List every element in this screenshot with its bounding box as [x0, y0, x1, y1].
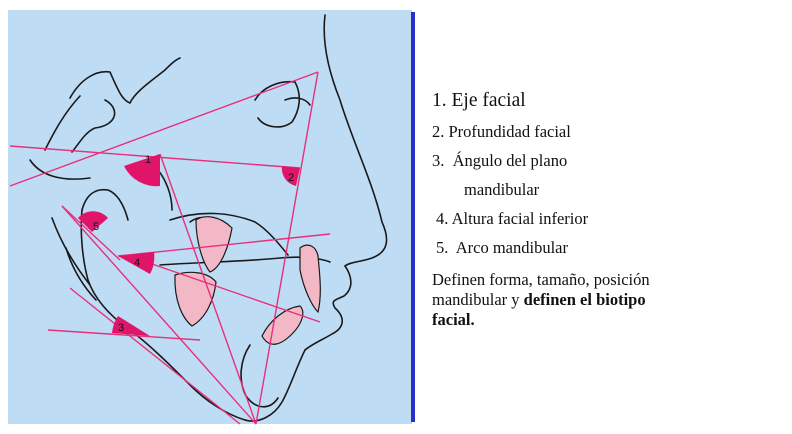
note-line-2-plain: mandibular y — [432, 290, 524, 309]
legend-number: 4. — [436, 204, 448, 233]
legend-text: Ángulo del plano — [453, 151, 568, 170]
angle-label-2: 2 — [288, 172, 294, 184]
note-line-2: mandibular y definen el biotipo — [432, 290, 782, 310]
legend-text: mandibular — [464, 180, 539, 199]
legend-item-3-continued: mandibular — [432, 175, 782, 204]
note-line-1: Definen forma, tamaño, posición — [432, 270, 782, 290]
vertical-divider — [411, 12, 415, 422]
note-line-3-bold: facial. — [432, 310, 475, 329]
legend-text: Arco mandibular — [456, 238, 568, 257]
note-line-3: facial. — [432, 310, 782, 330]
legend-text: Altura facial inferior — [452, 209, 589, 228]
legend-number: 3. — [432, 146, 444, 175]
cephalometric-diagram: 1 2 3 4 5 — [0, 0, 414, 434]
legend-text: Eje facial — [452, 90, 526, 111]
legend-item-3: 3. Ángulo del plano — [432, 146, 782, 175]
legend-number: 5. — [436, 233, 448, 262]
legend-item-5: 5. Arco mandibular — [432, 233, 782, 262]
angle-label-4: 4 — [134, 257, 140, 269]
legend-number: 1. — [432, 86, 447, 115]
angle-label-1: 1 — [145, 154, 151, 166]
summary-note: Definen forma, tamaño, posición mandibul… — [432, 270, 782, 330]
legend-number: 2. — [432, 117, 444, 146]
legend-text: Profundidad facial — [449, 122, 571, 141]
legend: 1. Eje facial 2. Profundidad facial 3. Á… — [432, 86, 782, 330]
legend-item-1: 1. Eje facial — [432, 86, 782, 117]
legend-item-2: 2. Profundidad facial — [432, 117, 782, 146]
angle-label-3: 3 — [118, 322, 124, 334]
legend-item-4: 4. Altura facial inferior — [432, 204, 782, 233]
angle-label-5: 5 — [93, 221, 99, 233]
note-line-2-bold: definen el biotipo — [524, 290, 646, 309]
